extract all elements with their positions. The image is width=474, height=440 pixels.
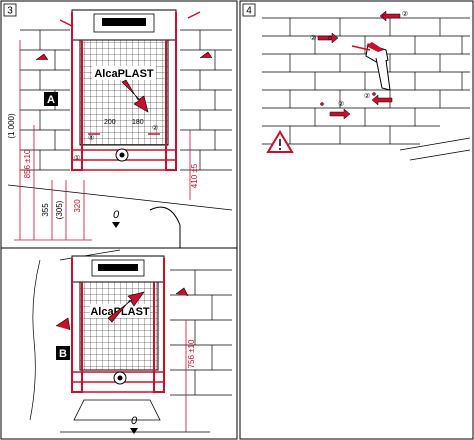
brick-wall-4 [262,17,471,161]
variant-badge-a [44,92,58,106]
variant-badge-b [56,346,70,360]
step-number-3: 3 [7,6,13,17]
dim-320: 320 [73,199,82,213]
variant-label-a: A [47,94,55,106]
drill-tool-icon [351,42,391,91]
warning-triangle-icon [266,130,294,153]
callout-4: ④ [88,134,94,142]
zero-marker-a [112,222,120,228]
brick-wall-a [7,29,233,211]
step-number-4: 4 [246,6,252,17]
callout-2-c: ② [338,100,344,108]
brand-label-a: AlcaPLAST [94,68,154,80]
callout-2: ② [152,124,158,132]
dim-200: 200 [104,119,116,126]
zero-level-a: 0 [113,209,120,221]
dim-180: 180 [132,119,144,126]
callout-2-b: ② [402,10,408,18]
variant-label-b: B [59,348,67,360]
brick-wall-b [29,249,232,421]
installation-frame-b: AlcaPLAST [55,255,189,421]
callout-1: ① [74,154,80,162]
dim-305: (305) [55,200,64,219]
dim-410: 410 ±5 [190,163,199,188]
dim-355: 355 [41,203,50,217]
panel-step-4: 4 [239,0,474,440]
dim-756: 756 ±10 [187,339,196,368]
zero-marker-b [130,428,138,434]
zero-level-b: 0 [131,415,138,427]
anchor-arrows [317,10,401,120]
callout-2-d: ② [364,92,370,100]
dimension-lines-a [14,40,191,241]
dim-856: 856 ±10 [23,149,32,178]
panel-step-3: 3 [0,0,238,440]
dim-1000: (1 000) [7,113,16,139]
installation-frame-a: AlcaPLAST [35,9,213,171]
callout-2-a: ② [310,34,316,42]
